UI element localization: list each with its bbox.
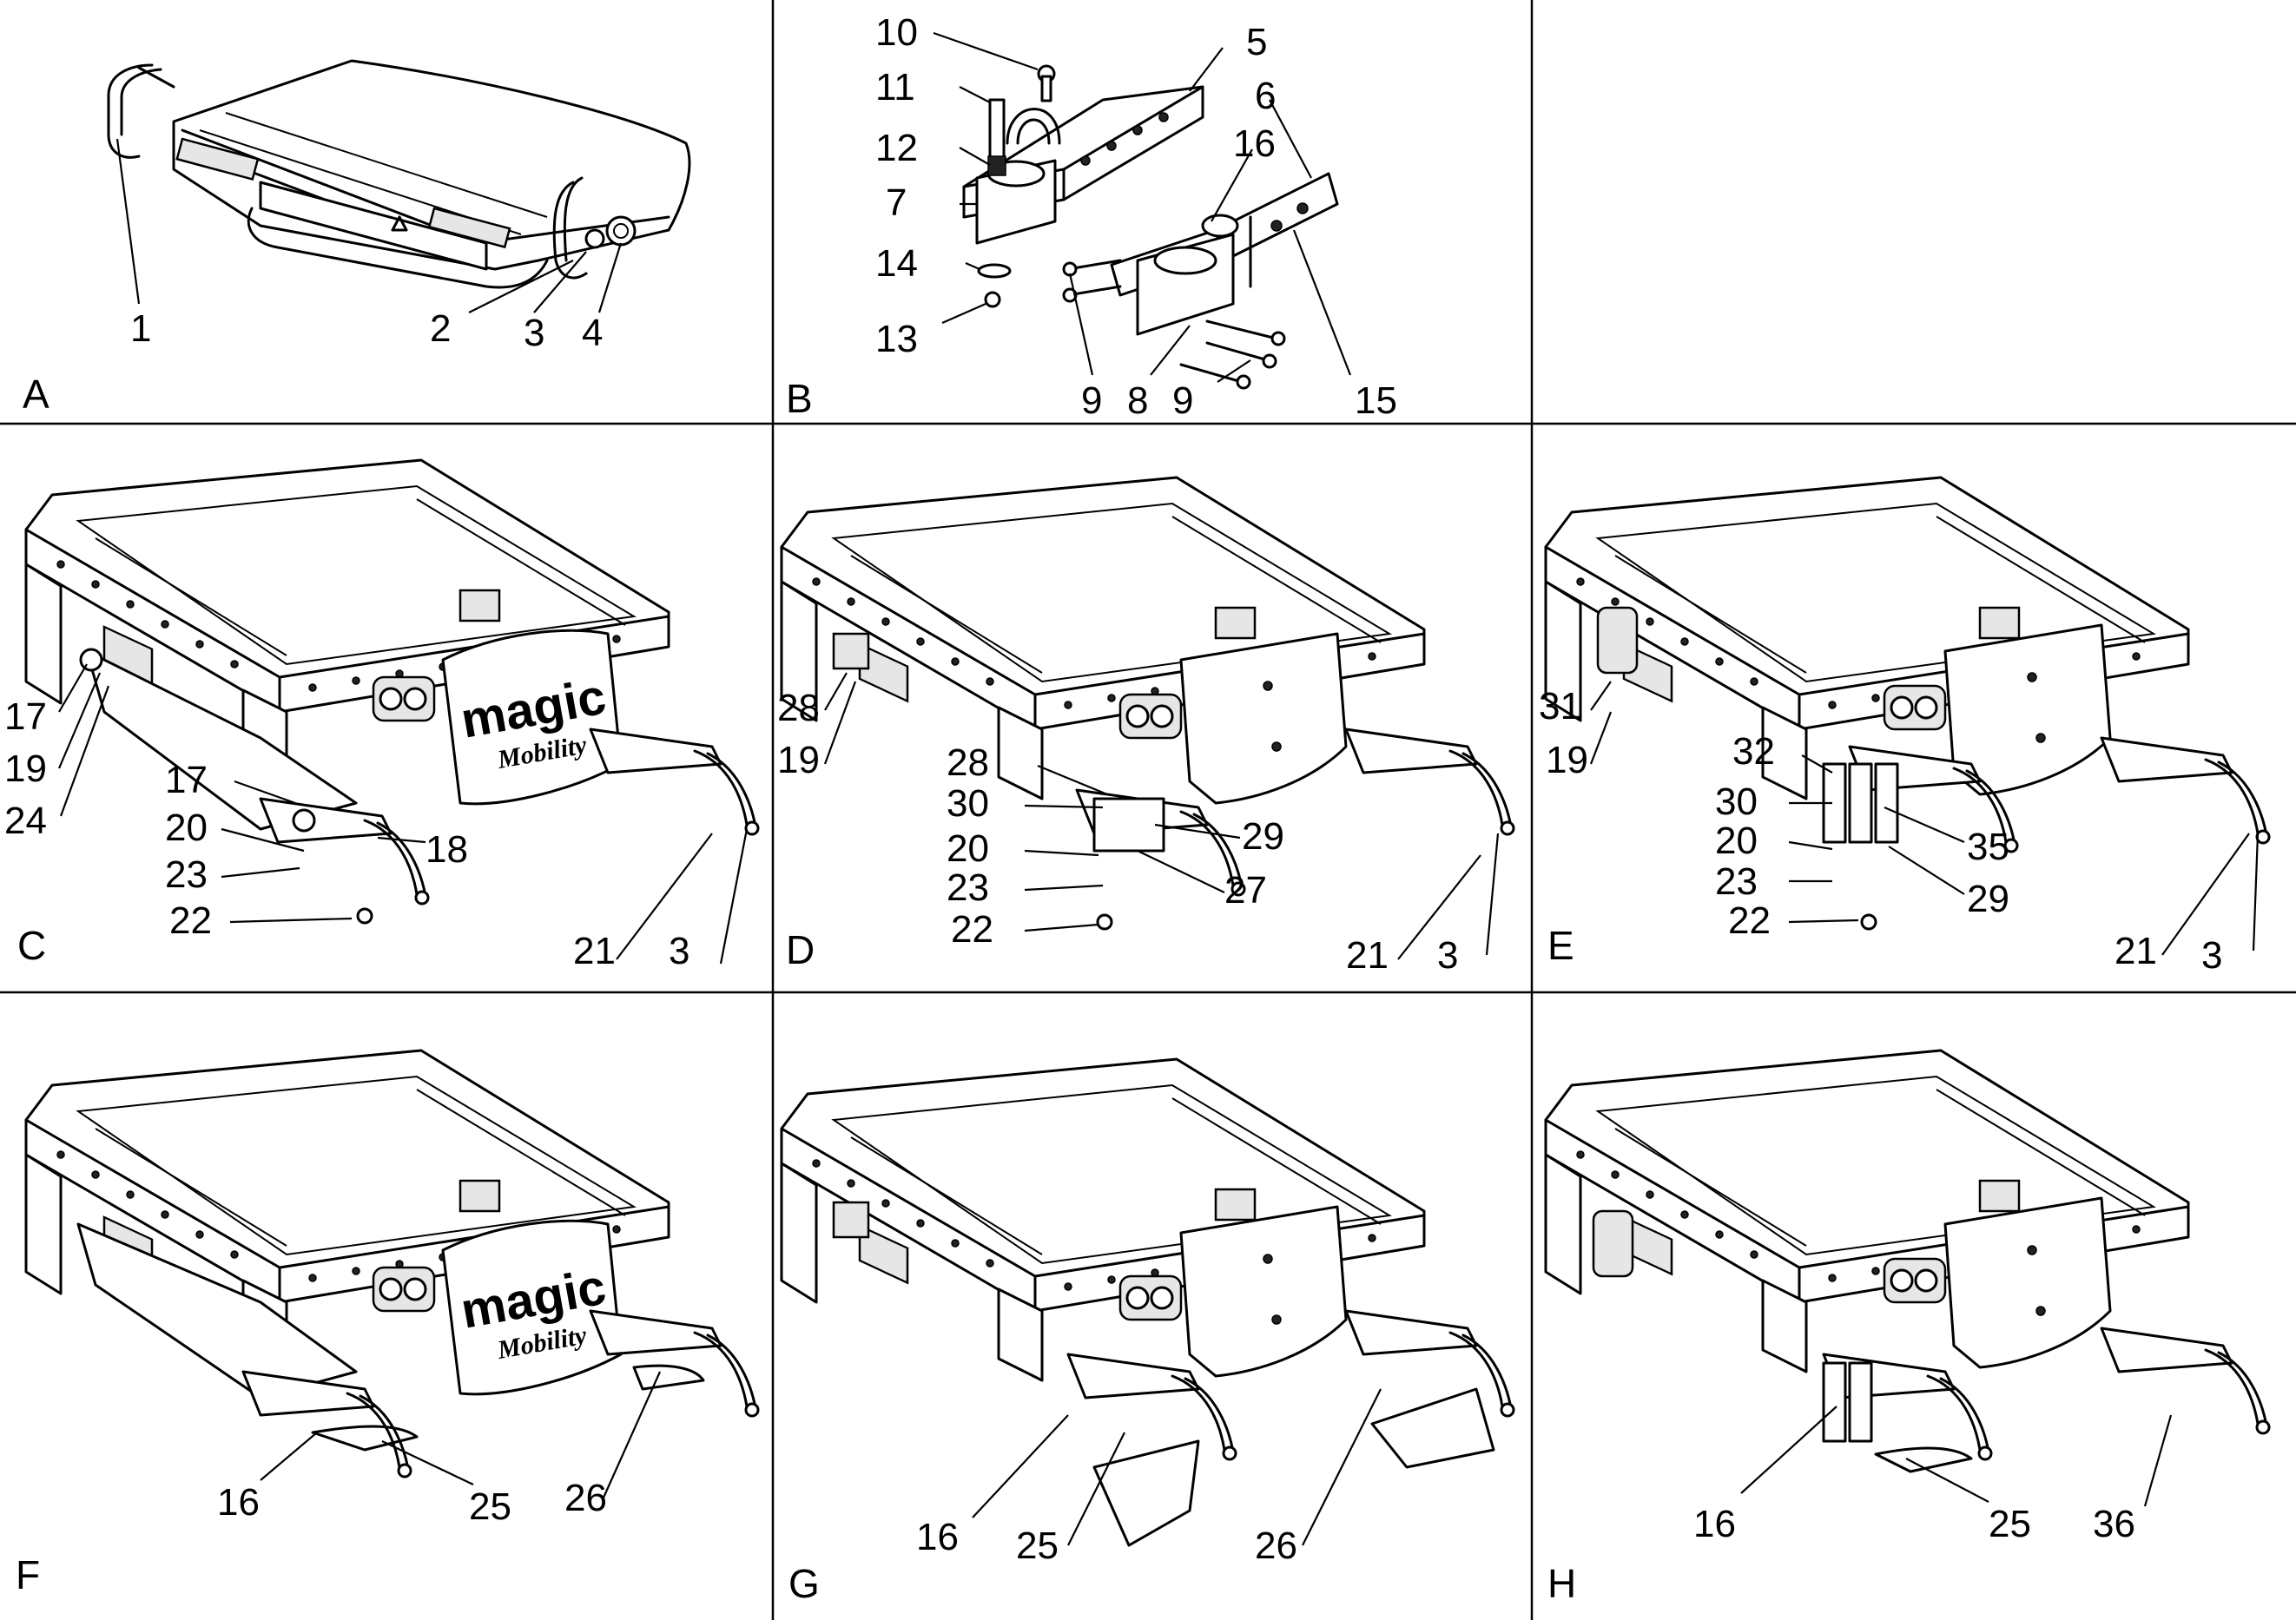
callout-d-29: 29 bbox=[1242, 815, 1284, 858]
callout-c-17b: 17 bbox=[165, 759, 208, 801]
callout-e-23: 23 bbox=[1715, 860, 1758, 903]
callout-d-20: 20 bbox=[947, 827, 989, 870]
callout-c-18: 18 bbox=[426, 828, 468, 871]
callout-d-22: 22 bbox=[951, 908, 993, 951]
panel-d-drawing bbox=[780, 476, 1515, 931]
callout-d-23: 23 bbox=[947, 866, 989, 909]
callout-f-16: 16 bbox=[217, 1481, 260, 1524]
callout-c-23: 23 bbox=[165, 853, 208, 896]
callout-c-24: 24 bbox=[4, 800, 47, 842]
callout-c-17a: 17 bbox=[4, 695, 47, 738]
callout-b-9a: 9 bbox=[1081, 379, 1102, 422]
panel-letter-d: D bbox=[786, 927, 815, 972]
panel-letter-g: G bbox=[788, 1561, 820, 1606]
panel-h-drawing bbox=[1544, 1049, 2271, 1473]
callout-c-21: 21 bbox=[573, 930, 616, 972]
callout-c-3: 3 bbox=[669, 930, 689, 972]
callout-e-3: 3 bbox=[2201, 934, 2222, 977]
callout-a-4: 4 bbox=[582, 312, 603, 354]
callout-f-26: 26 bbox=[564, 1477, 607, 1519]
callout-e-22: 22 bbox=[1728, 899, 1771, 942]
callout-b-10: 10 bbox=[875, 11, 918, 54]
callout-a-1: 1 bbox=[130, 307, 151, 350]
callout-h-16: 16 bbox=[1693, 1503, 1736, 1545]
panel-e-drawing bbox=[1544, 476, 2271, 931]
callout-b-7: 7 bbox=[886, 181, 907, 224]
callout-e-30: 30 bbox=[1715, 780, 1758, 823]
callout-e-19: 19 bbox=[1546, 739, 1588, 781]
panel-letter-h: H bbox=[1547, 1561, 1576, 1606]
panel-letter-b: B bbox=[786, 376, 813, 421]
panel-g-drawing bbox=[780, 1057, 1515, 1547]
callout-c-19: 19 bbox=[4, 747, 47, 790]
panel-letter-c: C bbox=[17, 923, 46, 968]
callout-d-30: 30 bbox=[947, 782, 989, 825]
callout-d-28b: 28 bbox=[947, 741, 989, 784]
panel-b-drawing bbox=[962, 64, 1339, 390]
callout-d-28a: 28 bbox=[777, 687, 820, 729]
panel-letter-a: A bbox=[23, 372, 49, 417]
callout-d-27: 27 bbox=[1224, 869, 1267, 912]
callout-b-11: 11 bbox=[875, 66, 915, 109]
callout-f-25: 25 bbox=[469, 1485, 511, 1528]
callout-e-20: 20 bbox=[1715, 820, 1758, 862]
callout-e-35: 35 bbox=[1967, 826, 2009, 868]
callout-g-26: 26 bbox=[1255, 1525, 1297, 1567]
callout-d-3: 3 bbox=[1437, 934, 1458, 977]
callout-e-31: 31 bbox=[1539, 685, 1581, 728]
callout-b-15: 15 bbox=[1355, 379, 1397, 422]
panel-f-drawing bbox=[24, 1049, 760, 1478]
callout-a-3: 3 bbox=[524, 312, 544, 354]
panel-letter-f: F bbox=[16, 1552, 40, 1597]
callout-g-25: 25 bbox=[1016, 1525, 1059, 1567]
panel-letter-e: E bbox=[1547, 923, 1574, 968]
panel-a-drawing bbox=[107, 59, 691, 289]
panel-c-drawing bbox=[24, 458, 760, 925]
callout-b-13: 13 bbox=[875, 318, 918, 360]
callout-e-32: 32 bbox=[1732, 730, 1775, 773]
callout-b-5: 5 bbox=[1246, 21, 1267, 63]
callout-b-14: 14 bbox=[875, 242, 918, 285]
callout-c-20: 20 bbox=[165, 807, 208, 849]
panel-letters: A B C D E F G H bbox=[16, 372, 1576, 1606]
callout-e-21: 21 bbox=[2115, 930, 2157, 972]
callout-d-21: 21 bbox=[1346, 934, 1389, 977]
callout-b-9b: 9 bbox=[1172, 379, 1193, 422]
callout-b-12: 12 bbox=[875, 127, 918, 169]
callouts: 1 2 3 4 10 11 12 7 14 13 5 6 16 9 8 9 15… bbox=[4, 11, 2222, 1567]
leader-lines bbox=[57, 31, 2260, 1546]
callout-g-16: 16 bbox=[916, 1516, 959, 1558]
callout-c-22: 22 bbox=[169, 899, 212, 942]
callout-d-19: 19 bbox=[777, 739, 820, 781]
callout-b-16: 16 bbox=[1233, 122, 1276, 165]
callout-b-6: 6 bbox=[1255, 75, 1276, 117]
callout-b-8: 8 bbox=[1127, 379, 1148, 422]
callout-e-29: 29 bbox=[1967, 878, 2009, 920]
callout-h-25: 25 bbox=[1989, 1503, 2031, 1545]
callout-a-2: 2 bbox=[430, 307, 451, 350]
callout-h-36: 36 bbox=[2093, 1503, 2135, 1545]
